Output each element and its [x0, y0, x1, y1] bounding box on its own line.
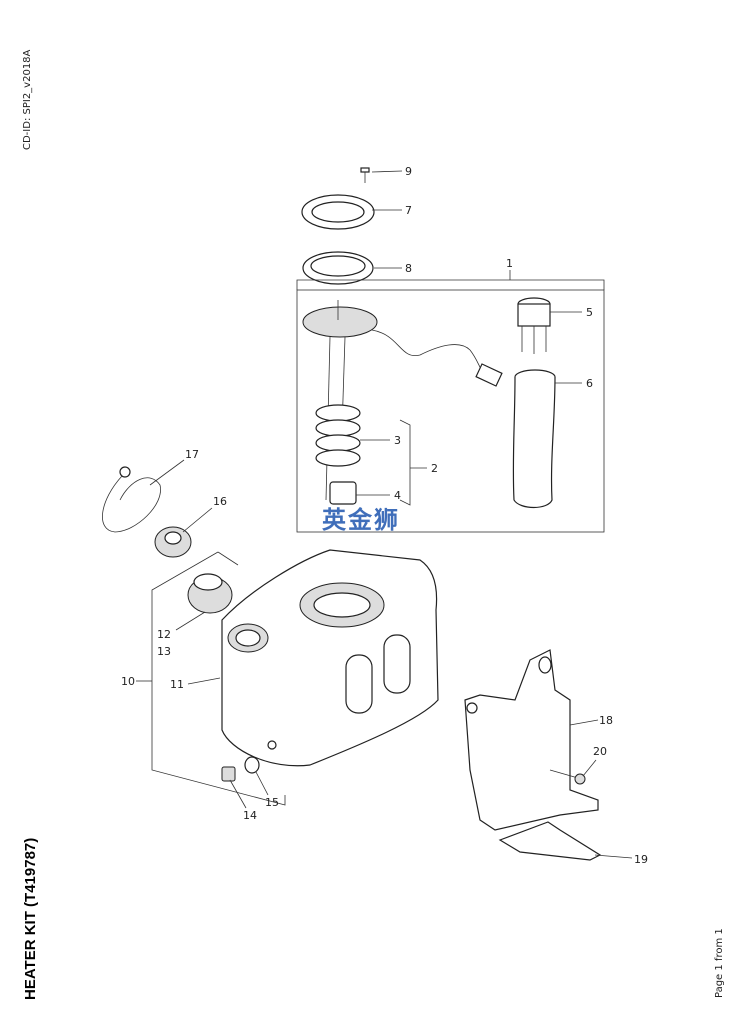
part-11-tank [221, 549, 439, 767]
callout-5: 5 [586, 306, 593, 319]
part-8-ring [302, 251, 374, 285]
callout-12: 12 [157, 628, 171, 641]
callout-7: 7 [405, 204, 412, 217]
part-9-screw [360, 167, 370, 183]
callout-8: 8 [405, 262, 412, 275]
callout-4: 4 [394, 489, 401, 502]
part-3-spring [315, 404, 361, 467]
callout-2: 2 [431, 462, 438, 475]
part-17-cord [102, 466, 161, 533]
part-4-float [329, 481, 357, 505]
callout-17: 17 [185, 448, 199, 461]
part-20-bolt [549, 769, 586, 785]
callout-14: 14 [243, 809, 257, 822]
part-6-tube [512, 369, 556, 509]
part-15-washer [244, 756, 260, 774]
callout-11: 11 [170, 678, 184, 691]
callout-10: 10 [121, 675, 135, 688]
part-14-plug [221, 766, 236, 782]
part-16-cap [154, 526, 192, 558]
callout-15: 15 [265, 796, 279, 809]
part-12-filler-neck [187, 573, 233, 614]
assembly-1-box [296, 289, 605, 533]
callout-20: 20 [593, 745, 607, 758]
callout-13: 13 [157, 645, 171, 658]
callout-18: 18 [599, 714, 613, 727]
callout-1: 1 [506, 257, 513, 270]
callout-9: 9 [405, 165, 412, 178]
callout-16: 16 [213, 495, 227, 508]
callout-3: 3 [394, 434, 401, 447]
watermark: 英金狮 [322, 506, 400, 534]
callout-6: 6 [586, 377, 593, 390]
part-1-sender-unit [302, 300, 503, 501]
callout-19: 19 [634, 853, 648, 866]
part-7-gasket [301, 194, 375, 230]
part-18-bracket [464, 649, 599, 831]
part-5-cage [517, 297, 551, 354]
part-19-bracket [498, 821, 602, 861]
